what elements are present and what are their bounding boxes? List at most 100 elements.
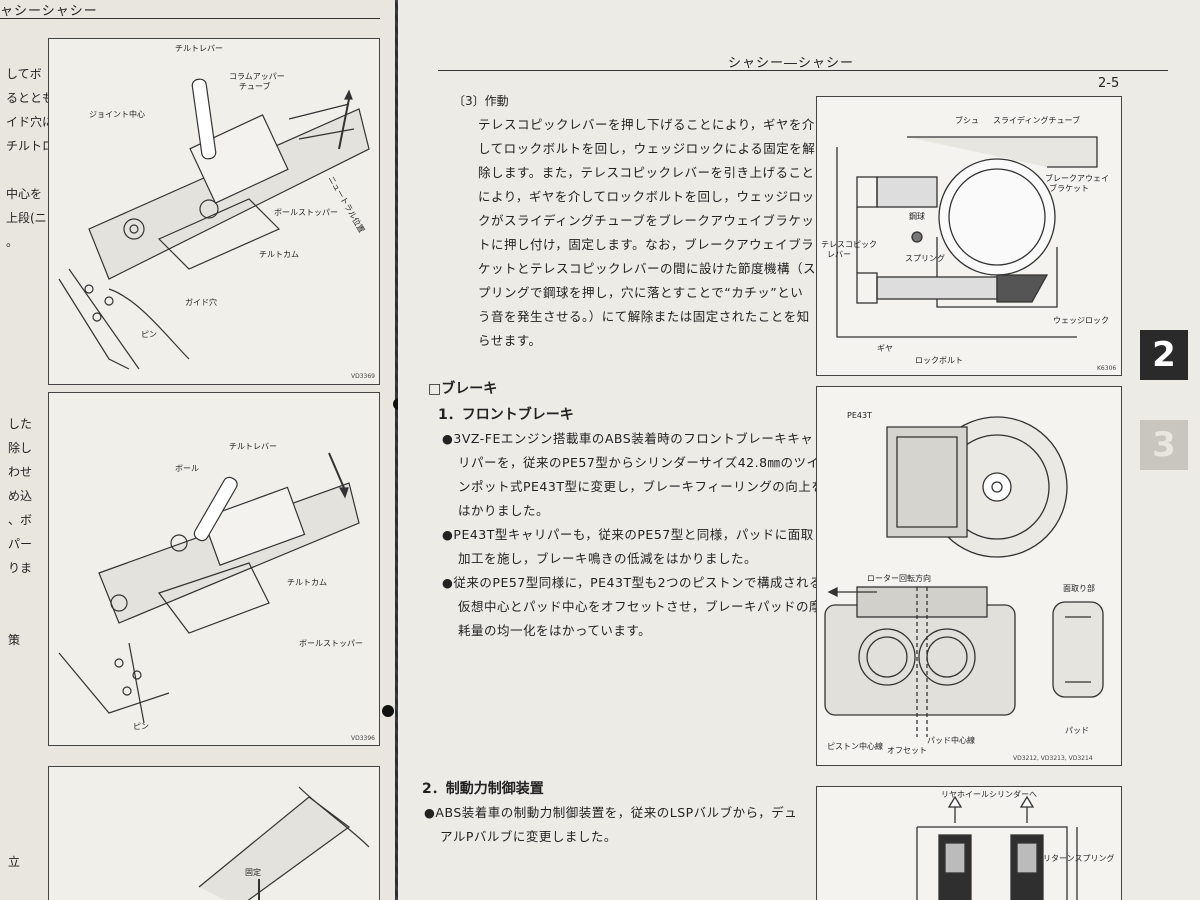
body-text-line: う音を発生させる。）にて解除または固定されたことを知: [478, 309, 810, 324]
figure-code: VD3369: [351, 373, 375, 380]
section-title-brake: □ブレーキ: [428, 381, 498, 397]
telescopic-lock-figure: ブシュ スライディングチューブ ブレークアウェイ ブラケット 鋼球 テレスコピッ…: [816, 96, 1122, 376]
body-text-line: らせます。: [478, 333, 542, 348]
text-fragment: 、ボ: [8, 513, 33, 527]
right-page-header: シャシー―シャシー: [728, 56, 855, 71]
label-guide-hole: ガイド穴: [185, 298, 217, 307]
text-fragment: 中心を: [6, 187, 43, 201]
tilt-mechanism-drawing: [58, 78, 370, 370]
text-fragment: [8, 580, 32, 604]
text-fragment: るととも: [6, 91, 55, 105]
dual-p-valve-drawing: [916, 795, 1078, 900]
text-fragment: してボ: [6, 67, 42, 81]
label-chamfer: 面取り部: [1063, 584, 1095, 593]
subsection-title-braking-force-control: 2．制動力制御装置: [422, 781, 544, 797]
figure-code: VD3212, VD3213, VD3214: [1013, 755, 1093, 762]
front-caliper-figure: PE43T ローター回転方向 面取り部 パッド ピストン中心線 オフセット パッ…: [816, 386, 1122, 766]
label-lock-bolt: ロックボルト: [915, 356, 963, 365]
subsection-title-front-brake: 1．フロントブレーキ: [438, 407, 574, 423]
body-text-line: テレスコピックレバーを押し下げることにより，ギヤを介: [478, 117, 815, 132]
label-ball-stopper: ボールストッパー: [299, 639, 363, 648]
label-pad: パッド: [1065, 726, 1089, 735]
label-fixed: 固定: [245, 868, 261, 877]
label-column-upper: コラムアッパー: [229, 72, 285, 81]
text-fragment: パー: [8, 537, 33, 551]
tilt-mechanism-diagram-3: 固定: [48, 766, 380, 900]
body-text-line: 加工を施し，ブレーキ鳴きの低減をはかりました。: [458, 551, 758, 566]
tilt-mechanism-drawing: [58, 452, 360, 724]
body-text-line: 仮想中心とパッド中心をオフセットさせ，ブレーキパッドの摩: [458, 599, 823, 614]
label-gear: ギヤ: [877, 344, 893, 353]
label-pe43t: PE43T: [847, 411, 872, 420]
front-caliper-drawing: [824, 416, 1104, 737]
right-page: シャシー―シャシー 2-5 2 3 〔3〕作動 テレスコピックレバーを押し下げる…: [398, 0, 1200, 900]
label-tilt-lever: チルトレバー: [229, 442, 277, 451]
label-piston-center: ピストン中心線: [827, 742, 883, 751]
body-text-line: ●PE43T型キャリパーも，従来のPE57型と同様，パッドに面取り: [442, 527, 827, 542]
text-fragment: め込: [8, 489, 33, 503]
label-tilt-cam: チルトカム: [287, 578, 327, 587]
text-fragment: した: [8, 417, 33, 431]
body-text-line: 除します。また，テレスコピックレバーを引き上げること: [478, 165, 815, 180]
section-title-operation: 〔3〕作動: [453, 94, 509, 108]
body-text-line: リパーを，従来のPE57型からシリンダーサイズ42.8㎜のツイ: [458, 455, 820, 470]
text-fragment: イド穴に: [6, 115, 55, 129]
text-fragment: チルトロ: [6, 139, 55, 153]
text-fragment: 上段(ニ: [6, 211, 47, 225]
label-tube: チューブ: [239, 82, 271, 91]
body-text-line: により，ギヤを介してロックボルトを回し，ウェッジロッ: [478, 189, 815, 204]
label-sliding-tube: スライディングチューブ: [993, 116, 1080, 125]
label-return-spring: リターンスプリング: [1043, 854, 1115, 863]
label-pin: ピン: [133, 722, 149, 731]
body-text-line: アルPバルブに変更しました。: [440, 829, 617, 844]
label-wedge-lock: ウェッジロック: [1053, 316, 1109, 325]
text-fragment: 除し: [8, 441, 33, 455]
body-text-line: ●ABS装着車の制動力制御装置を，従来のLSPバルブから，デュ: [424, 805, 798, 820]
body-text-line: はかりました。: [458, 503, 550, 518]
figure-code: K6306: [1097, 365, 1117, 372]
text-fragment: わせ: [8, 465, 33, 479]
body-text-line: 耗量の均一化をはかっています。: [458, 623, 652, 638]
tilt-mechanism-diagram-2: チルトレバー ボール チルトカム ボールストッパー ピン VD3396: [48, 392, 380, 746]
binding-hole: [382, 705, 394, 717]
label-bush: ブシュ: [955, 116, 979, 125]
text-fragment: りま: [8, 561, 33, 575]
label-joint-center: ジョイント中心: [89, 110, 145, 119]
page-number: 2-5: [1098, 76, 1120, 91]
label-ball-stopper: ボールストッパー: [274, 208, 338, 217]
label-spring: スプリング: [905, 254, 945, 263]
body-text-line: してロックボルトを回し，ウェッジロックによる固定を解: [478, 141, 816, 156]
chapter-tab-2: 2: [1140, 330, 1188, 380]
tilt-mechanism-diagram-1: チルトレバー コラムアッパー チューブ ジョイント中心 ニュートラル位置 ボール…: [48, 38, 380, 385]
body-text-line: ンポット式PE43T型に変更し，ブレーキフィーリングの向上を: [458, 479, 825, 494]
body-text-line: トに押し付け，固定します。なお，ブレークアウェイブラ: [478, 237, 815, 252]
dual-p-valve-figure: リヤホイールシリンダーへ リターンスプリング: [816, 786, 1122, 900]
body-text-line: プリングで鋼球を押し，穴に落とすことで“カチッ”とい: [478, 285, 804, 300]
label-ball: ボール: [175, 464, 199, 473]
chapter-tab-3: 3: [1140, 420, 1188, 470]
label-pin: ピン: [141, 330, 157, 339]
text-fragment: [8, 604, 32, 628]
text-fragment: 立: [8, 855, 21, 869]
text-fragment: 策: [8, 633, 21, 647]
label-telescopic: テレスコピック: [821, 240, 877, 249]
label-tilt-lever: チルトレバー: [175, 44, 223, 53]
label-steel-ball: 鋼球: [909, 212, 925, 221]
left-page: ャシーシャシー してボ るととも イド穴に チルトロ 中心を 上段(ニ 。 した…: [0, 0, 395, 900]
header-rule: [438, 70, 1168, 71]
left-page-header: ャシーシャシー: [0, 4, 98, 19]
text-fragment: 。: [6, 235, 19, 249]
label-offset: オフセット: [887, 746, 927, 755]
text-fragment: [6, 158, 54, 182]
body-text-line: ケットとテレスコピックレバーの間に設けた節度機構（ス: [478, 261, 817, 276]
left-text-column-bottom: 立: [8, 850, 20, 874]
header-rule: [0, 18, 380, 19]
label-tilt-cam: チルトカム: [259, 250, 299, 259]
label-pad-center: パッド中心線: [927, 736, 975, 745]
body-text-line: ●従来のPE57型同様に，PE43T型も2つのピストンで構成される: [442, 575, 823, 590]
label-rotor-direction: ローター回転方向: [867, 574, 931, 583]
label-breakaway: ブレークアウェイ: [1045, 174, 1109, 183]
tilt-mechanism-drawing: [198, 786, 370, 900]
telescopic-lock-drawing: [836, 136, 1098, 338]
label-rear-wheel-cylinder: リヤホイールシリンダーへ: [941, 790, 1037, 799]
